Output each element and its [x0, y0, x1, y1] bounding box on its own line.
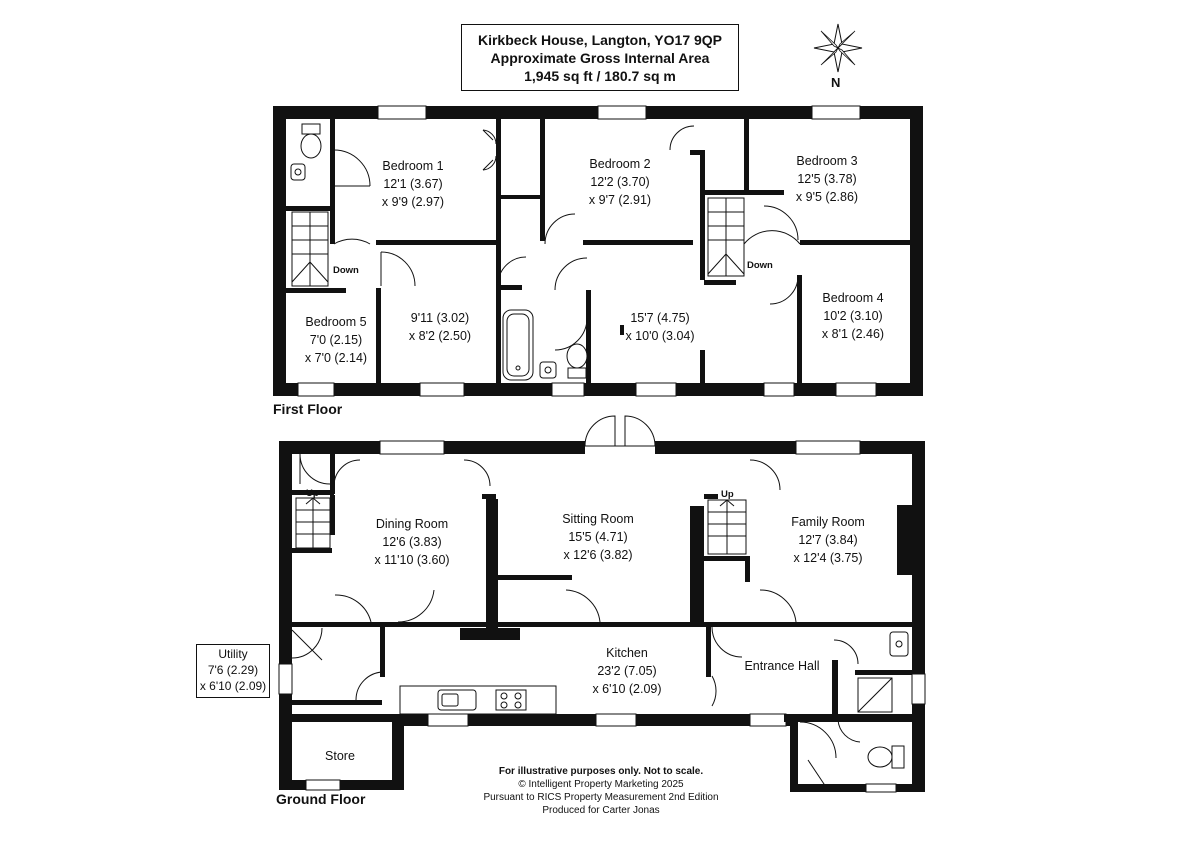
toilet-icon: [539, 343, 588, 379]
bedroom3-name: Bedroom 3: [796, 154, 857, 168]
ground-stairs-left: [295, 497, 331, 549]
store-name: Store: [325, 749, 355, 763]
staircase-right: [707, 197, 745, 277]
door-swings-ground: [291, 453, 861, 791]
stairs-up-right-label: Up: [721, 489, 734, 500]
ground-floor-plan: [278, 440, 926, 793]
area-heading: Approximate Gross Internal Area: [490, 50, 710, 66]
sitting-dim1: 15'5 (4.71): [568, 530, 627, 544]
utility-label-box: Utility 7'6 (2.29) x 6'10 (2.09): [196, 644, 270, 698]
disclaimer-line4: Produced for Carter Jonas: [542, 805, 660, 816]
stairs-down-left-label: Down: [333, 265, 359, 276]
bedroom3-dim1: 12'5 (3.78): [797, 172, 856, 186]
bedroom2-name: Bedroom 2: [589, 157, 650, 171]
sink-icon: [399, 685, 557, 715]
bedroom2-dim1: 12'2 (3.70): [590, 175, 649, 189]
entrance-hall-name: Entrance Hall: [744, 659, 819, 673]
utility-dim2: x 6'10 (2.09): [199, 679, 267, 693]
first-floor-plan: [273, 105, 923, 397]
bedroom5-dim2: x 7'0 (2.14): [305, 351, 367, 365]
stairs-down-right-label: Down: [747, 260, 773, 271]
kitchen-dim2: x 6'10 (2.09): [592, 682, 661, 696]
bedroom4-name: Bedroom 4: [822, 291, 883, 305]
kitchen-dim1: 23'2 (7.05): [597, 664, 656, 678]
dining-dim1: 12'6 (3.83): [382, 535, 441, 549]
bedroom1-dim1: 12'1 (3.67): [383, 177, 442, 191]
first-floor-label: First Floor: [273, 401, 343, 417]
bathtub-icon: [502, 309, 534, 381]
en-suite-toilet-icon: [290, 123, 322, 181]
disclaimer-line2: © Intelligent Property Marketing 2025: [518, 779, 684, 790]
room-b-dim2: x 10'0 (3.04): [625, 329, 694, 343]
bedroom5-dim1: 7'0 (2.15): [310, 333, 362, 347]
stairs-up-left-label: Up: [306, 488, 319, 499]
french-doors: [584, 415, 656, 447]
cloakroom-fixtures: [857, 631, 909, 769]
family-name: Family Room: [791, 515, 865, 529]
room-b-dim1: 15'7 (4.75): [630, 311, 689, 325]
kitchen-name: Kitchen: [606, 646, 648, 660]
ground-stairs-right: [707, 499, 747, 555]
utility-dim1: 7'6 (2.29): [207, 663, 259, 677]
family-dim2: x 12'4 (3.75): [793, 551, 862, 565]
area-value: 1,945 sq ft / 180.7 sq m: [524, 68, 676, 84]
disclaimer: For illustrative purposes only. Not to s…: [451, 765, 751, 817]
hob-icon: [495, 689, 527, 711]
disclaimer-line1: For illustrative purposes only. Not to s…: [498, 766, 704, 777]
bedroom1-name: Bedroom 1: [382, 159, 443, 173]
room-a-dim2: x 8'2 (2.50): [409, 329, 471, 343]
room-a-dim1: 9'11 (3.02): [411, 311, 469, 325]
first-floor-labels: Bedroom 1 12'1 (3.67) x 9'9 (2.97) Bedro…: [305, 154, 884, 365]
ground-floor-label: Ground Floor: [276, 791, 366, 807]
sitting-dim2: x 12'6 (3.82): [563, 548, 632, 562]
dining-dim2: x 11'10 (3.60): [374, 553, 449, 567]
bedroom2-dim2: x 9'7 (2.91): [589, 193, 651, 207]
title-box: Kirkbeck House, Langton, YO17 9QP Approx…: [461, 24, 739, 91]
compass-label: N: [831, 75, 840, 90]
sitting-name: Sitting Room: [562, 512, 634, 526]
ground-floor-labels: Dining Room 12'6 (3.83) x 11'10 (3.60) S…: [325, 512, 865, 763]
bedroom4-dim1: 10'2 (3.10): [823, 309, 882, 323]
bedroom1-dim2: x 9'9 (2.97): [382, 195, 444, 209]
bedroom5-name: Bedroom 5: [305, 315, 366, 329]
door-swings-first: [333, 125, 801, 351]
bedroom4-dim2: x 8'1 (2.46): [822, 327, 884, 341]
utility-name: Utility: [218, 647, 248, 661]
bedroom3-dim2: x 9'5 (2.86): [796, 190, 858, 204]
property-address: Kirkbeck House, Langton, YO17 9QP: [477, 32, 723, 48]
dining-name: Dining Room: [376, 517, 448, 531]
compass-icon: [813, 23, 863, 73]
staircase-left: [291, 211, 329, 287]
family-dim1: 12'7 (3.84): [798, 533, 857, 547]
disclaimer-line3: Pursuant to RICS Property Measurement 2n…: [483, 792, 719, 803]
